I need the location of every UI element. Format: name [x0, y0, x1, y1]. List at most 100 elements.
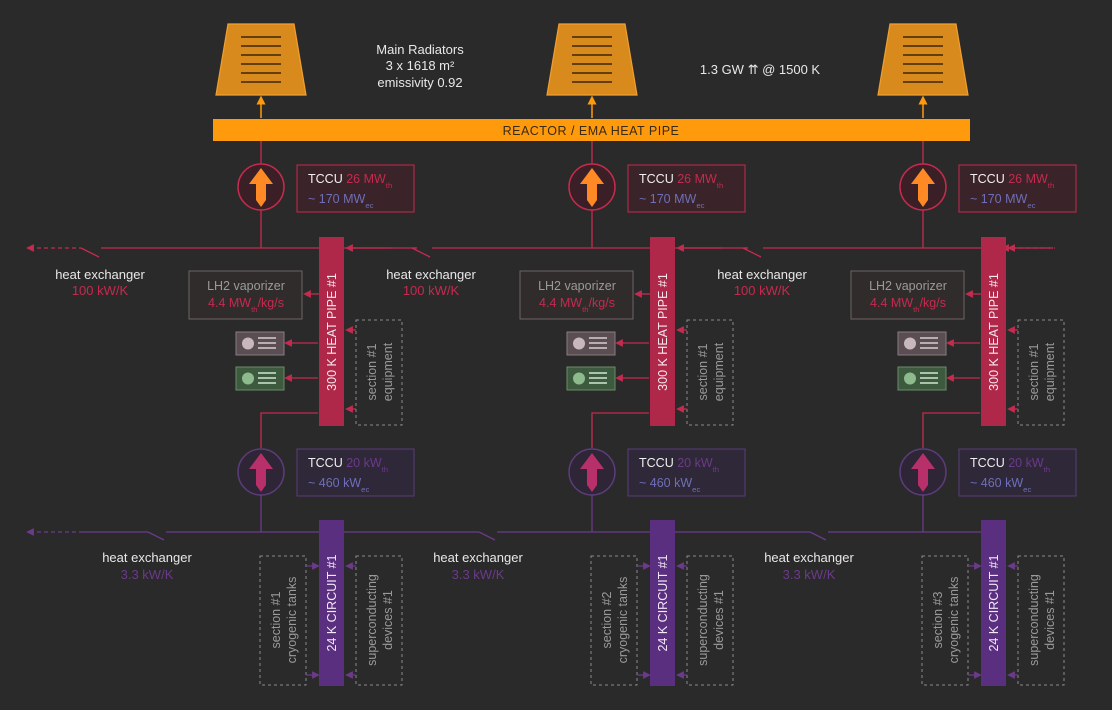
tccu-cold-info-box: TCCU 20 kWth ~ 460 kWec: [958, 448, 1077, 497]
cold-hx-switch: [478, 531, 496, 541]
pipe-to-cold-tccu-link: [922, 412, 980, 448]
superconducting-label-line2: devices #1: [1043, 590, 1057, 650]
cryogenic-label-line2: cryogenic tanks: [616, 577, 630, 664]
cold-hx-title: heat exchanger: [433, 550, 523, 565]
cold-hx-switch: [809, 531, 827, 541]
vaporizer-title: LH2 vaporizer: [207, 279, 285, 293]
circuit-bar: [650, 520, 675, 686]
tccu-cold-electric: ~ 460 kWec: [970, 476, 1031, 494]
radiator-spec: Main Radiators 3 x 1618 m² emissivity 0.…: [376, 42, 464, 90]
equipment-frame: [1017, 319, 1065, 426]
tccu-hot-arrow: [580, 168, 604, 207]
cryogenic-frame: [590, 555, 638, 686]
circuit-24k: 24 K CIRCUIT #1: [319, 520, 344, 686]
circuit-bar: [319, 520, 344, 686]
hot-hx-switch: [80, 247, 100, 258]
fan-blade: [573, 337, 585, 350]
heat-pump-arrow-icon: [237, 448, 285, 496]
cryogenic-label-line1: section #1: [269, 591, 283, 648]
tccu-hot-box-frame: [958, 164, 1077, 213]
coil-icon: [897, 366, 947, 391]
tccu-hot-box-frame: [627, 164, 746, 213]
coil-node: [904, 372, 916, 385]
tccu-hot-thermal: TCCU 26 MWth: [639, 172, 723, 190]
hot-hx-title: heat exchanger: [55, 267, 145, 282]
reactor-heat-pipe: [213, 119, 970, 141]
pipe-to-cold-tccu-link: [260, 412, 318, 448]
tccu-cold-arrow: [911, 453, 935, 492]
hot-hx-switch: [742, 247, 762, 258]
heat-pump-arrow-icon: [237, 163, 285, 211]
superconducting-label-line2: devices #1: [712, 590, 726, 650]
cryogenic-frame: [921, 555, 969, 686]
radiator-panel: [546, 23, 638, 96]
radiator-spec-area: 3 x 1618 m²: [386, 58, 455, 73]
cryogenic-frame: [259, 555, 307, 686]
fan-icon: [235, 331, 285, 356]
heat-pipe-label: 300 K HEAT PIPE #1: [325, 273, 339, 391]
cryogenic-label-line1: section #3: [931, 591, 945, 648]
fan-icon: [566, 331, 616, 356]
heat-pipe-300k: 300 K HEAT PIPE #1: [650, 237, 675, 426]
heat-pipe-bar: [650, 237, 675, 426]
radiator-icon: [215, 23, 307, 96]
superconducting-label-line2: devices #1: [381, 590, 395, 650]
vaporizer-value: 4.4 MWth/kg/s: [539, 296, 615, 314]
heat-pipe-300k: 300 K HEAT PIPE #1: [981, 237, 1006, 426]
superconducting-label-line1: superconducting: [696, 574, 710, 666]
tccu-hot-arrow: [249, 168, 273, 207]
tccu-cold-arrow: [249, 453, 273, 492]
cold-hx-title: heat exchanger: [102, 550, 192, 565]
hot-hx-value: 100 kW/K: [403, 283, 460, 298]
circuit-bar: [981, 520, 1006, 686]
hot-hx-value: 100 kW/K: [734, 283, 791, 298]
radiator-spec-emissivity: emissivity 0.92: [377, 75, 462, 90]
hot-hx-switch: [411, 247, 431, 258]
equipment-frame: [686, 319, 734, 426]
equipment-label-line2: equipment: [712, 342, 726, 401]
equipment-label-line2: equipment: [1043, 342, 1057, 401]
heat-pipe-label: 300 K HEAT PIPE #1: [656, 273, 670, 391]
pipe-to-cold-tccu-link: [591, 412, 649, 448]
vaporizer-frame: [519, 270, 634, 320]
coil-icon: [235, 366, 285, 391]
tccu-cold-electric: ~ 460 kWec: [639, 476, 700, 494]
vaporizer-title: LH2 vaporizer: [538, 279, 616, 293]
radiator-panel: [215, 23, 307, 96]
heat-pump-arrow-icon: [568, 448, 616, 496]
circuit-label: 24 K CIRCUIT #1: [987, 554, 1001, 651]
vaporizer-frame: [188, 270, 303, 320]
superconducting-frame: [355, 555, 403, 686]
fan-icon: [897, 331, 947, 356]
lh2-vaporizer-box: LH2 vaporizer 4.4 MWth/kg/s: [519, 270, 634, 320]
cryogenic-label-line1: section #2: [600, 591, 614, 648]
tccu-cold-thermal: TCCU 20 kWth: [970, 456, 1050, 474]
fan-blade: [242, 337, 254, 350]
cold-hx-value: 3.3 kW/K: [121, 567, 174, 582]
radiator-panel: [877, 23, 969, 96]
equipment-label-line1: section #1: [365, 343, 379, 400]
heat-pump-arrow-icon: [568, 163, 616, 211]
cold-hx-value: 3.3 kW/K: [452, 567, 505, 582]
tccu-cold-box-frame: [958, 448, 1077, 497]
fan-blade: [904, 337, 916, 350]
tccu-cold-arrow: [580, 453, 604, 492]
circuit-label: 24 K CIRCUIT #1: [325, 554, 339, 651]
heat-pipe-bar: [981, 237, 1006, 426]
total-power-label: 1.3 GW ⇈ @ 1500 K: [700, 62, 821, 77]
cryogenic-label-line2: cryogenic tanks: [947, 577, 961, 664]
vaporizer-value: 4.4 MWth/kg/s: [870, 296, 946, 314]
tccu-hot-thermal: TCCU 26 MWth: [308, 172, 392, 190]
hot-hx-title: heat exchanger: [386, 267, 476, 282]
tccu-cold-info-box: TCCU 20 kWth~ 460 kWec: [296, 448, 415, 497]
equipment-label-line1: section #1: [696, 343, 710, 400]
tccu-cold-electric: ~ 460 kWec: [308, 476, 369, 494]
superconducting-label-line1: superconducting: [365, 574, 379, 666]
